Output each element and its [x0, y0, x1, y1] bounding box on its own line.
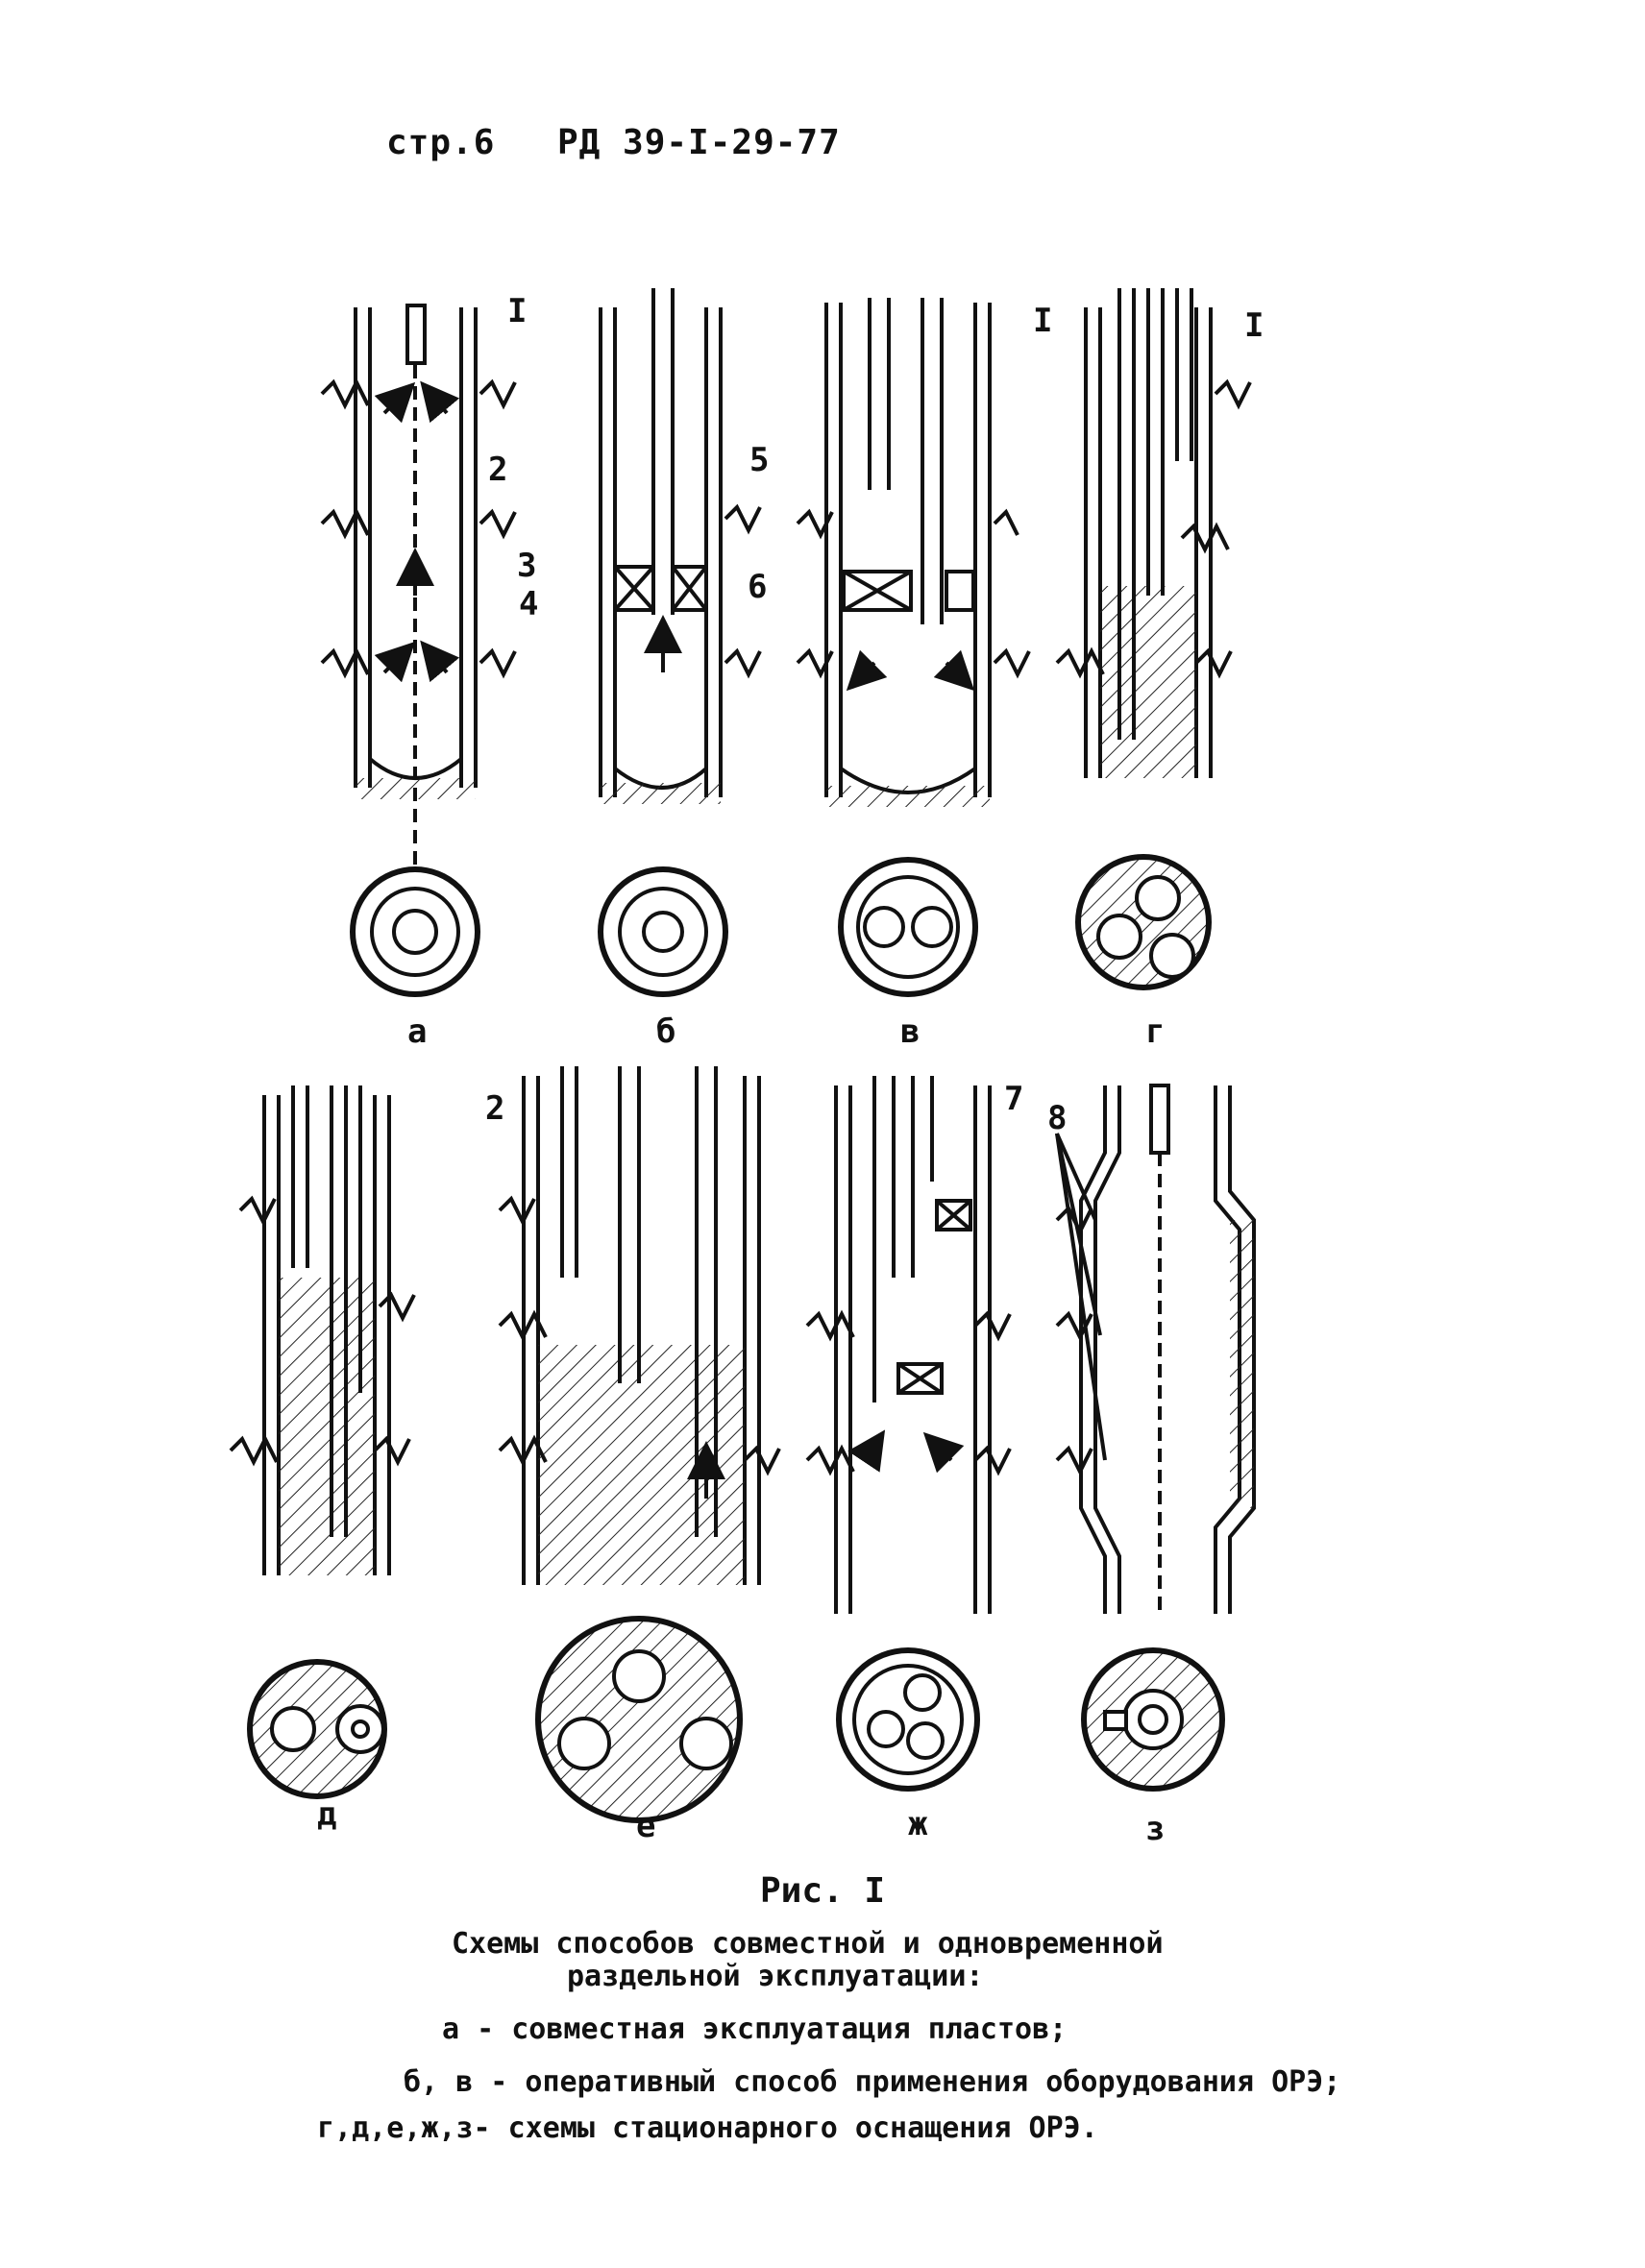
section-b [598, 866, 728, 997]
callout-b-5: 5 [749, 441, 769, 479]
caption-line-2: раздельной эксплуатации: [567, 1960, 984, 1993]
panel-label-v: в [900, 1012, 920, 1051]
caption-line-1: Схемы способов совместной и одновременно… [452, 1927, 1164, 1961]
figure-title: Рис. I [759, 1871, 886, 1911]
document-code: РД 39-I-29-77 [557, 123, 841, 162]
panel-label-e: е [636, 1807, 655, 1845]
callout-z-8: 8 [1047, 1099, 1067, 1137]
callout-zh-7: 7 [1004, 1080, 1023, 1118]
caption-line-3: а - совместная эксплуатация пластов; [442, 2012, 1068, 2046]
callout-e-2: 2 [485, 1089, 504, 1128]
callout-g-1: I [1244, 306, 1264, 345]
panel-label-d: д [317, 1795, 336, 1834]
panel-b-diagram [599, 288, 762, 804]
callout-a-4: 4 [519, 585, 538, 623]
section-v [838, 857, 978, 997]
section-e [535, 1616, 743, 1823]
panel-zh-diagram [805, 1076, 1012, 1614]
panel-e-diagram [498, 1066, 781, 1585]
section-zh [836, 1647, 980, 1792]
panel-z-diagram [1055, 1084, 1256, 1614]
panel-label-z: з [1145, 1810, 1165, 1848]
panel-v-diagram [796, 298, 1031, 807]
panel-g-diagram [1055, 288, 1252, 778]
callout-b-6: 6 [748, 568, 767, 606]
callout-a-1: I [507, 292, 527, 330]
callout-a-2: 2 [488, 451, 507, 489]
callout-v-1: I [1033, 302, 1052, 340]
section-z [1081, 1647, 1225, 1792]
section-g [1075, 854, 1212, 990]
panel-label-b: б [656, 1012, 675, 1051]
section-a [350, 866, 480, 997]
section-d [247, 1659, 387, 1799]
page-number: стр.6 [386, 123, 496, 162]
caption-line-4: б, в - оперативный способ применения обо… [404, 2065, 1341, 2099]
callout-a-3: 3 [517, 547, 536, 585]
panel-d-diagram [229, 1085, 416, 1575]
panel-label-g: г [1145, 1012, 1165, 1051]
panel-a-diagram [320, 304, 517, 865]
panel-label-zh: ж [908, 1805, 928, 1843]
caption-line-5: г,д,е,ж,з- схемы стационарного оснащения… [317, 2111, 1098, 2145]
panel-label-a: а [407, 1012, 427, 1051]
